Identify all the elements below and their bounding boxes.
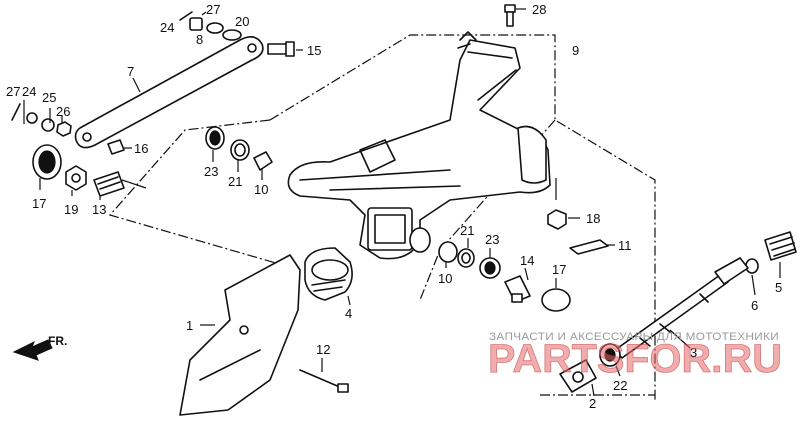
callout-10-left: 10 xyxy=(254,182,268,197)
part-4-boot xyxy=(304,247,353,306)
callout-11: 11 xyxy=(618,238,632,253)
callout-8: 8 xyxy=(196,32,203,47)
part-3-drive-shaft xyxy=(614,257,749,359)
callout-21-left: 21 xyxy=(228,174,242,189)
callout-20: 20 xyxy=(235,14,249,29)
callout-26: 26 xyxy=(56,104,70,119)
part-11-plate xyxy=(569,239,615,255)
callout-17-mid: 17 xyxy=(552,262,566,277)
callout-23-mid: 23 xyxy=(485,232,499,247)
callout-13: 13 xyxy=(92,202,106,217)
part-28-bolt xyxy=(504,4,526,27)
callout-22: 22 xyxy=(613,378,627,393)
part-18-nut xyxy=(547,209,580,230)
callout-1: 1 xyxy=(186,318,193,333)
callout-23-left: 23 xyxy=(204,164,218,179)
callout-25: 25 xyxy=(42,90,56,105)
callout-3: 3 xyxy=(690,345,697,360)
callout-9: 9 xyxy=(572,43,579,58)
part-left-bearings xyxy=(205,126,273,171)
leader-lines xyxy=(23,100,557,268)
part-17-dust-seal-left xyxy=(32,144,62,180)
arrow-icon xyxy=(12,339,53,361)
callout-16: 16 xyxy=(134,141,148,156)
part-mid-bearings xyxy=(438,241,501,279)
part-12-bolt xyxy=(299,358,349,393)
part-22-seal xyxy=(599,343,621,377)
callout-10-mid: 10 xyxy=(438,271,452,286)
part-top-bolt-stack xyxy=(179,11,242,41)
callout-21-mid: 21 xyxy=(460,223,474,238)
callout-24-left: 24 xyxy=(22,84,36,99)
callout-2: 2 xyxy=(589,396,596,411)
callout-17-left: 17 xyxy=(32,196,46,211)
callout-4: 4 xyxy=(345,306,352,321)
callout-19: 19 xyxy=(64,202,78,217)
callout-27-left: 27 xyxy=(6,84,20,99)
part-19-nut xyxy=(65,165,87,191)
callout-6: 6 xyxy=(751,298,758,313)
callout-12: 12 xyxy=(316,342,330,357)
callout-14: 14 xyxy=(520,253,534,268)
part-15-bolt xyxy=(267,41,303,57)
part-6-clip xyxy=(745,258,759,296)
watermark-brand: PARTSFOR.RU xyxy=(488,337,782,381)
callout-24-top: 24 xyxy=(160,20,174,35)
callout-28: 28 xyxy=(532,2,546,17)
part-13-pivot-bolt xyxy=(93,171,147,197)
part-2-universal-joint xyxy=(559,359,597,397)
assembly-bracket xyxy=(108,34,656,400)
callout-5: 5 xyxy=(775,280,782,295)
part-9-swingarm xyxy=(287,31,551,260)
part-5-spring xyxy=(764,231,797,278)
direction-label: FR. xyxy=(48,334,67,348)
front-direction-arrow: FR. xyxy=(12,334,67,361)
watermark-subtitle: ЗАПЧАСТИ И АКСЕССУАРЫ ДЛЯ МОТОТЕХНИКИ xyxy=(489,331,779,343)
part-14-bolt xyxy=(504,267,531,303)
part-left-small-stack xyxy=(11,103,72,137)
callout-18: 18 xyxy=(586,211,600,226)
part-7-torque-link xyxy=(74,36,264,149)
part-17-cap-mid xyxy=(541,278,571,312)
part-1-cover xyxy=(179,254,301,416)
watermark: ЗАПЧАСТИ И АКСЕССУАРЫ ДЛЯ МОТОТЕХНИКИ PA… xyxy=(488,331,783,381)
callout-7: 7 xyxy=(127,64,134,79)
part-16-bolt xyxy=(107,139,132,155)
callout-27-top: 27 xyxy=(206,2,220,17)
callout-15: 15 xyxy=(307,43,321,58)
